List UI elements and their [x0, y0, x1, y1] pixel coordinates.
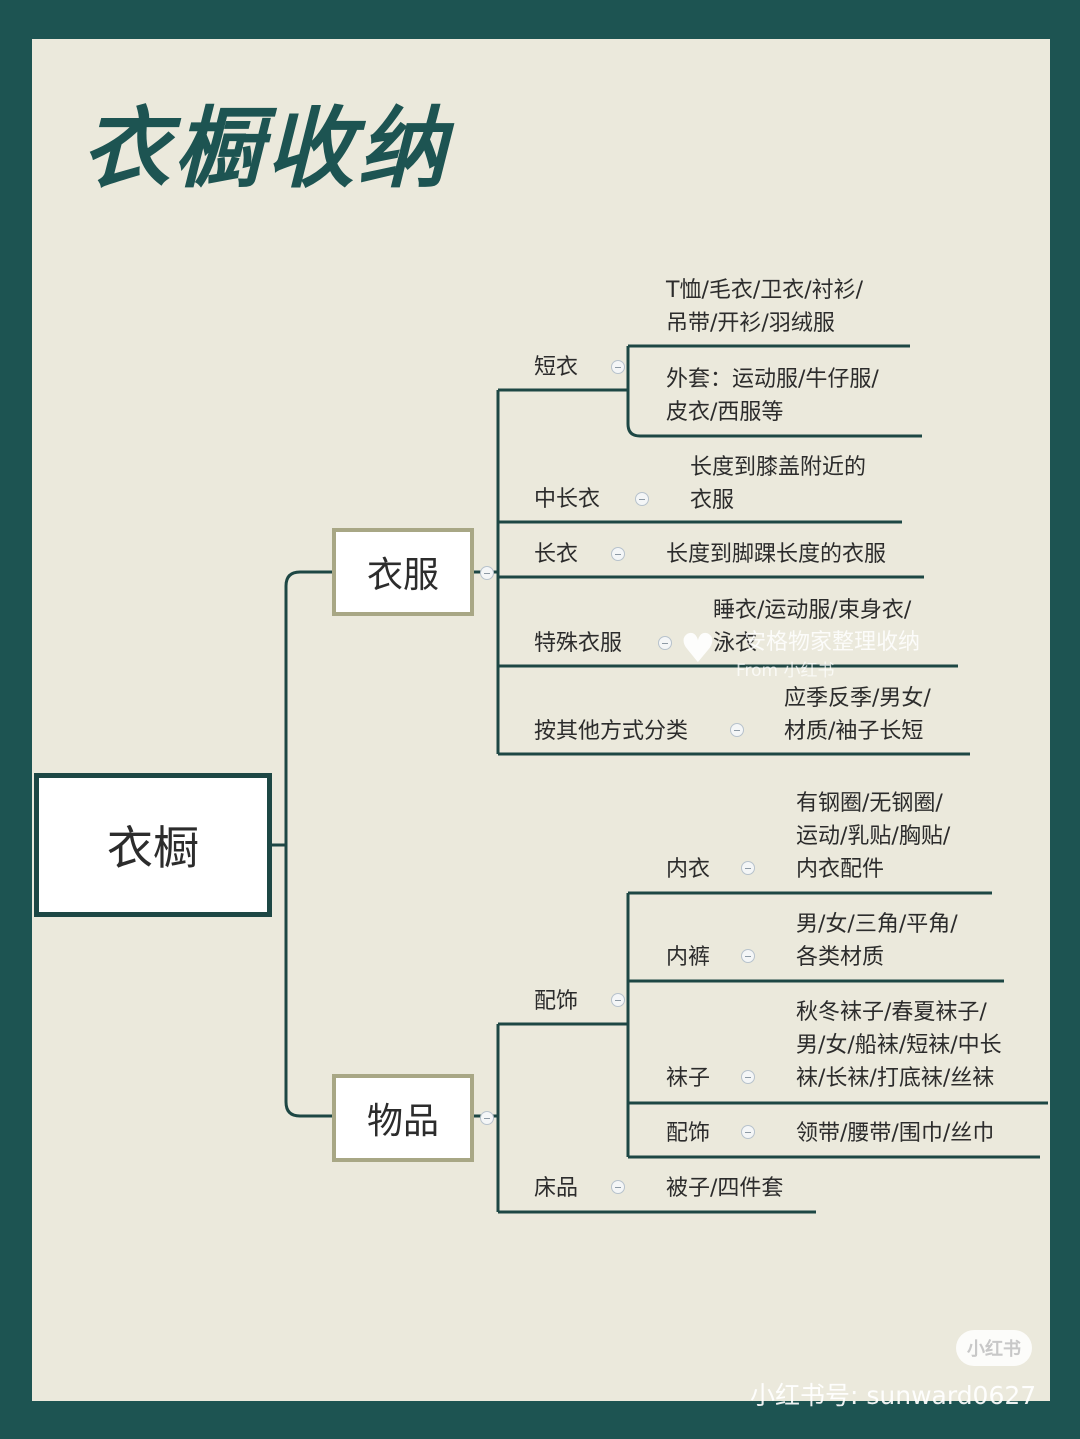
category-items-label: 物品 — [366, 1101, 439, 1142]
node-special-label[interactable]: 特殊衣服 — [534, 631, 623, 656]
collapse-icon[interactable] — [635, 492, 649, 506]
leaf-bra-line1: 有钢圈/无钢圈/ — [796, 791, 943, 816]
root-label: 衣橱 — [107, 821, 199, 875]
collapse-icon[interactable] — [480, 1111, 494, 1125]
collapse-icon[interactable] — [611, 993, 625, 1007]
leaf-short-coats-line2: 皮衣/西服等 — [666, 400, 784, 425]
category-clothes-node[interactable]: 衣服 — [332, 528, 474, 616]
node-socks-label[interactable]: 袜子 — [666, 1066, 711, 1091]
leaf-bra-line2: 运动/乳贴/胸贴/ — [796, 824, 951, 849]
short-sub-trunk — [626, 346, 641, 438]
paper-background — [32, 39, 1050, 1401]
collapse-icon[interactable] — [741, 1125, 755, 1139]
node-bra-label[interactable]: 内衣 — [666, 857, 711, 882]
node-accessory-label[interactable]: 配饰 — [666, 1121, 711, 1146]
leaf-accessory-line1: 领带/腰带/围巾/丝巾 — [796, 1121, 995, 1146]
collapse-icon[interactable] — [611, 1180, 625, 1194]
node-accessories-label[interactable]: 配饰 — [534, 989, 579, 1014]
collapse-icon[interactable] — [658, 636, 672, 650]
xhs-id: 小红书号: sunward0627 — [750, 1381, 1037, 1410]
heart-icon: ♥ — [680, 626, 716, 672]
leaf-special-line2: 泳衣 — [713, 631, 758, 656]
leaf-socks-line1: 秋冬袜子/春夏袜子/ — [796, 1000, 987, 1025]
watermark-from: From 小红书 — [736, 661, 835, 681]
leaf-socks-line3: 袜/长袜/打底袜/丝袜 — [796, 1066, 995, 1091]
leaf-midlong-line2: 衣服 — [690, 488, 735, 513]
connector-root-trunk — [284, 570, 332, 1118]
leaf-underpants-line1: 男/女/三角/平角/ — [796, 912, 958, 937]
collapse-icon[interactable] — [741, 949, 755, 963]
node-long-label[interactable]: 长衣 — [534, 542, 579, 567]
leaf-socks-line2: 男/女/船袜/短袜/中长 — [796, 1033, 1002, 1058]
page-title: 衣橱收纳 — [82, 97, 451, 200]
node-midlong-label[interactable]: 中长衣 — [534, 487, 601, 512]
root-node[interactable]: 衣橱 — [34, 773, 272, 917]
collapse-icon[interactable] — [611, 547, 625, 561]
collapse-icon[interactable] — [741, 861, 755, 875]
leaf-long-line1: 长度到脚踝长度的衣服 — [666, 542, 887, 567]
leaf-other-line2: 材质/袖子长短 — [784, 719, 924, 744]
leaf-other-line1: 应季反季/男女/ — [784, 686, 931, 711]
node-other-label[interactable]: 按其他方式分类 — [534, 719, 689, 744]
watermark: ♥ 安格物家整理收纳 From 小红书 — [680, 626, 960, 686]
xhs-badge: 小红书 — [956, 1330, 1032, 1366]
leaf-underpants-line2: 各类材质 — [796, 945, 885, 970]
leaf-short-coats-line1: 外套：运动服/牛仔服/ — [666, 367, 879, 392]
leaf-short-tops-line1: T恤/毛衣/卫衣/衬衫/ — [666, 278, 864, 303]
category-items-node[interactable]: 物品 — [332, 1074, 474, 1162]
leaf-special-line1: 睡衣/运动服/束身衣/ — [713, 598, 912, 623]
leaf-midlong-line1: 长度到膝盖附近的 — [690, 455, 867, 480]
node-underpants-label[interactable]: 内裤 — [666, 945, 711, 970]
collapse-icon[interactable] — [730, 723, 744, 737]
collapse-icon[interactable] — [741, 1070, 755, 1084]
leaf-bra-line3: 内衣配件 — [796, 857, 885, 882]
node-short-label[interactable]: 短衣 — [534, 355, 579, 380]
watermark-text: 安格物家整理收纳 — [744, 630, 921, 655]
node-bedding-label[interactable]: 床品 — [534, 1176, 579, 1201]
collapse-icon[interactable] — [480, 566, 494, 580]
collapse-icon[interactable] — [611, 360, 625, 374]
category-clothes-label: 衣服 — [366, 555, 439, 596]
leaf-short-tops-line2: 吊带/开衫/羽绒服 — [666, 311, 835, 336]
leaf-bedding-line1: 被子/四件套 — [666, 1176, 784, 1201]
